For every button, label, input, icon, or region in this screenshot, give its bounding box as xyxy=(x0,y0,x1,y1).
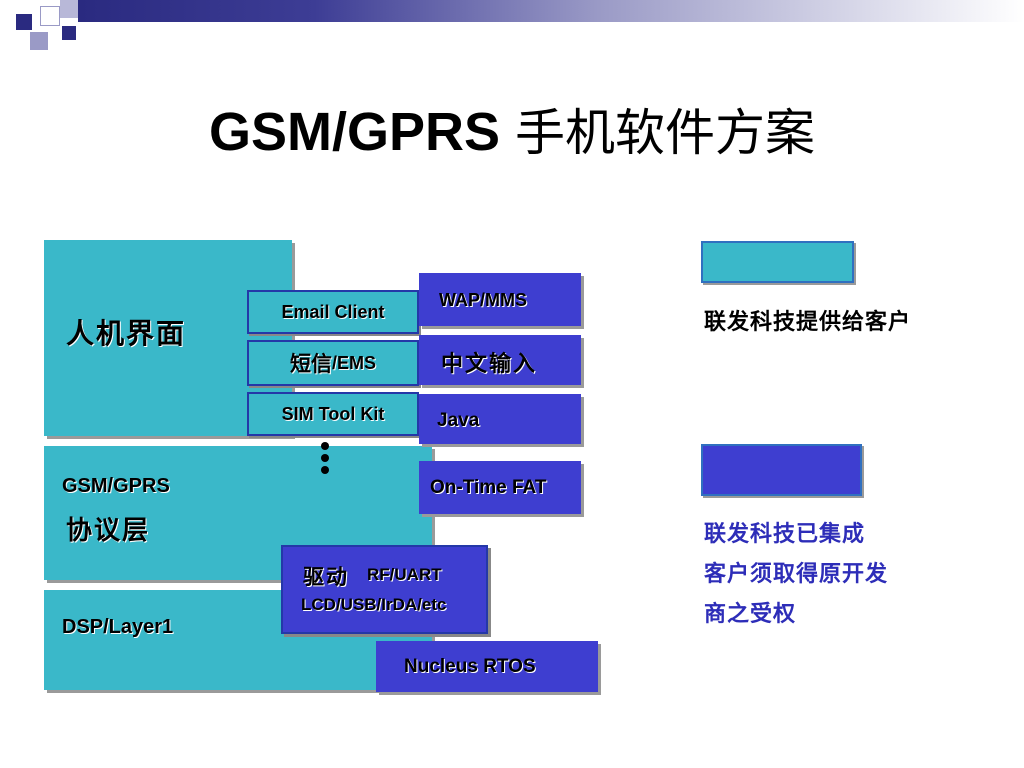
dot xyxy=(321,442,329,450)
app-sms-label-en: /EMS xyxy=(331,352,376,373)
legend-text-provided: 联发科技提供给客户 xyxy=(704,309,912,335)
decor-square-3 xyxy=(60,0,78,18)
layer-hmi-label: 人机界面 xyxy=(66,317,187,350)
driver-label-line1: RF/UART xyxy=(367,565,442,584)
module-chinese-input-label: 中文输入 xyxy=(441,351,538,377)
title-en: GSM/GPRS xyxy=(208,102,501,162)
legend-text-integrated-1: 联发科技已集成 xyxy=(704,521,866,547)
driver-label-line2: LCD/USB/IrDA/etc xyxy=(301,595,447,614)
module-driver: 驱动 RF/UART LCD/USB/IrDA/etc xyxy=(281,545,488,634)
app-sim-tool-kit: SIM Tool Kit xyxy=(247,392,419,436)
legend-swatch-provided xyxy=(701,241,854,283)
driver-label-cn: 驱动 xyxy=(303,564,349,589)
layer-dsp-label: DSP/Layer1 xyxy=(62,616,174,638)
layer-gsm-label-en: GSM/GPRS xyxy=(62,475,170,497)
more-apps-dots xyxy=(321,442,329,478)
module-chinese-input: 中文输入 xyxy=(419,335,581,385)
module-java: Java xyxy=(419,394,581,444)
module-java-label: Java xyxy=(437,410,480,431)
module-rtos-label: Nucleus RTOS xyxy=(404,656,536,677)
dot xyxy=(321,466,329,474)
title-cn: 手机软件方案 xyxy=(515,104,816,162)
module-fat-label: On-Time FAT xyxy=(430,477,547,498)
module-wap-label: WAP/MMS xyxy=(439,290,527,310)
app-sms-ems: 短信/EMS xyxy=(247,340,419,386)
layer-gsm-label-cn: 协议层 xyxy=(66,516,151,546)
legend-text-integrated-3: 商之受权 xyxy=(704,601,797,627)
dot xyxy=(321,454,329,462)
legend-text-integrated-2: 客户须取得原开发 xyxy=(704,561,889,587)
decor-square-1 xyxy=(16,14,32,30)
legend-swatch-integrated xyxy=(701,444,862,496)
decor-square-2 xyxy=(40,6,60,26)
module-nucleus-rtos: Nucleus RTOS xyxy=(376,641,598,692)
decor-square-4 xyxy=(30,32,48,50)
app-sim-label: SIM Tool Kit xyxy=(281,403,385,424)
module-wap-mms: WAP/MMS xyxy=(419,273,581,326)
app-email-label: Email Client xyxy=(281,301,385,322)
header-gradient-bar xyxy=(78,0,1024,22)
slide-title: GSM/GPRS 手机软件方案 xyxy=(0,100,1024,165)
app-sms-label-cn: 短信 xyxy=(289,351,332,376)
decor-square-5 xyxy=(62,26,76,40)
app-email-client: Email Client xyxy=(247,290,419,334)
module-on-time-fat: On-Time FAT xyxy=(419,461,581,514)
